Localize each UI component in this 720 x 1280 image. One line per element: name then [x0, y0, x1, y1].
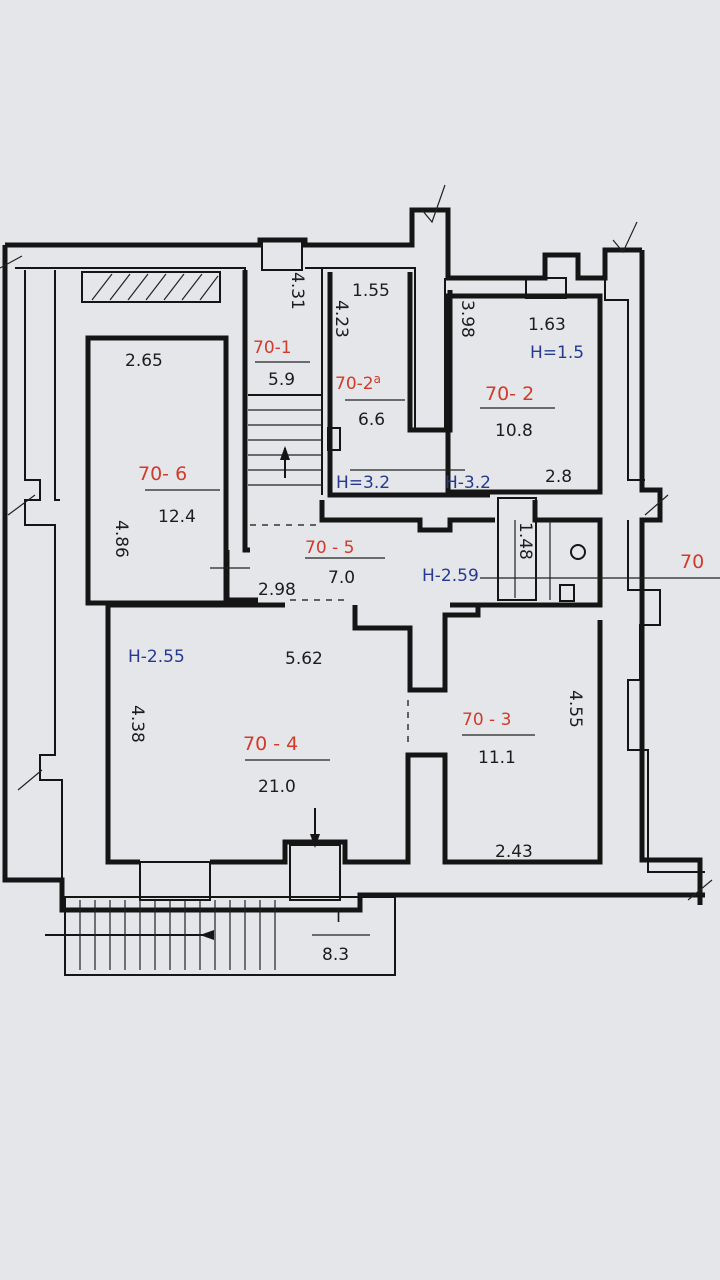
dim-2-65: 2.65 [125, 351, 163, 371]
section-markers [0, 184, 713, 901]
dim-2-43: 2.43 [495, 842, 533, 862]
outer-walls [2, 207, 705, 913]
room-70-1 [242, 239, 323, 553]
room-number-70-2: 70- 2 [485, 383, 534, 405]
dim-2-8: 2.8 [545, 467, 572, 487]
room-number-70-2a: 70-2a [335, 372, 381, 394]
stairs-arrow-icon [200, 930, 214, 940]
height-h-2-59: H-2.59 [422, 566, 479, 586]
room-number-70-4: 70 - 4 [243, 733, 298, 755]
area-70-1: 5.9 [268, 370, 295, 390]
hatch-pattern [91, 273, 219, 301]
room-number-70-1: 70-1 [253, 338, 292, 358]
room-number-70-5: 70 - 5 [305, 538, 354, 558]
dim-4-38: 4.38 [127, 705, 147, 743]
dim-4-55: 4.55 [565, 690, 585, 728]
dim-5-62: 5.62 [285, 649, 323, 669]
dim-1-63: 1.63 [528, 315, 566, 335]
dim-2-98: 2.98 [258, 580, 296, 600]
dim-1-55: 1.55 [352, 281, 390, 301]
area-entry: 8.3 [322, 945, 349, 965]
dim-1-48: 1.48 [515, 522, 535, 560]
dim-3-98: 3.98 [457, 300, 477, 338]
room-number-70-2a-superscript: a [374, 372, 381, 386]
area-70-2: 10.8 [495, 421, 533, 441]
room-70-4 [105, 602, 603, 901]
dim-4-86: 4.86 [111, 520, 131, 558]
area-70-3: 11.1 [478, 748, 516, 768]
dim-4-23: 4.23 [331, 300, 351, 338]
area-70-5: 7.0 [328, 568, 355, 588]
stair-arrow-icon [280, 446, 290, 460]
room-70-6 [81, 271, 229, 606]
room-number-70-adjacent: 70 [680, 551, 704, 573]
fraction-lines [145, 361, 555, 761]
height-h-1-5: H=1.5 [530, 343, 584, 363]
height-h-3-2-right: H-3.2 [445, 473, 491, 493]
entry-marker: I [336, 907, 341, 927]
room-number-70-6: 70- 6 [138, 463, 187, 485]
area-70-4: 21.0 [258, 777, 296, 797]
area-70-6: 12.4 [158, 507, 196, 527]
area-70-2a: 6.6 [358, 410, 385, 430]
height-h-3-2-left: H=3.2 [336, 473, 390, 493]
room-70-2-block [327, 272, 603, 498]
room-number-70-2a-main: 70-2 [335, 374, 374, 394]
height-h-2-55: H-2.55 [128, 647, 185, 667]
room-number-70-3: 70 - 3 [462, 710, 511, 730]
entry-stairs [45, 896, 396, 976]
dim-4-31: 4.31 [287, 272, 307, 310]
entry-arrow-icon [310, 834, 320, 848]
room-70-5 [210, 497, 720, 608]
